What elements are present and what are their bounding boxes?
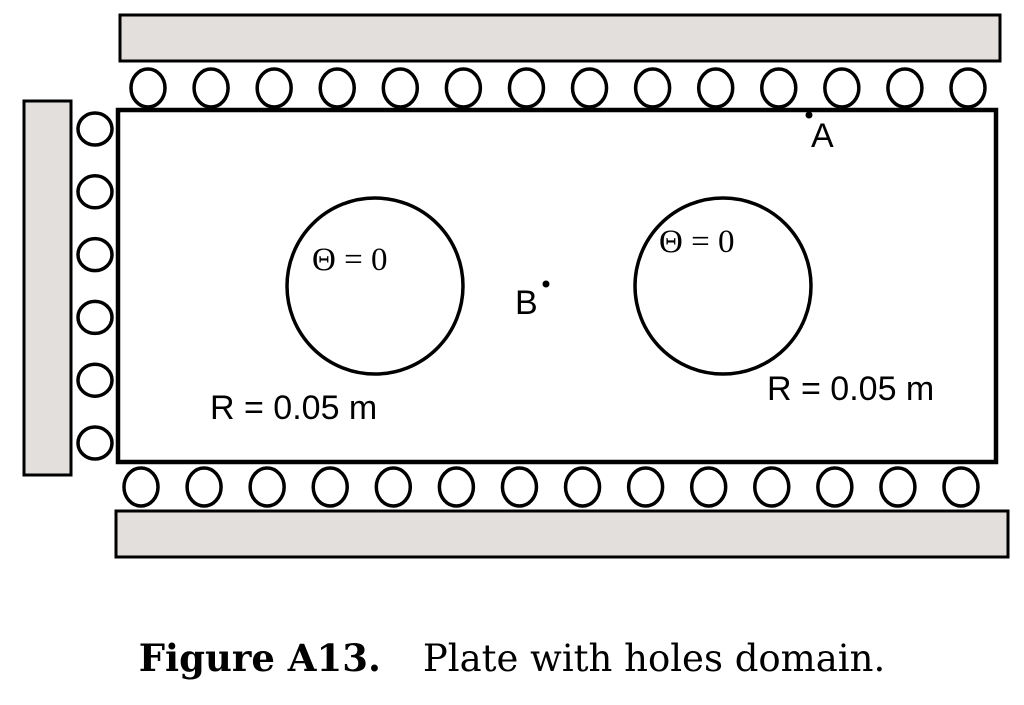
top-roller (192, 67, 230, 109)
point-b-marker (542, 280, 550, 288)
top-roller (255, 67, 293, 109)
bottom-roller (753, 466, 791, 508)
left-roller-supports (76, 111, 114, 461)
top-roller (760, 67, 798, 109)
bottom-roller (437, 466, 476, 508)
left-roller (76, 174, 114, 210)
left-hole-radius-label: R = 0.05 m (210, 389, 377, 427)
top-roller (507, 67, 546, 109)
bottom-roller (248, 466, 286, 508)
left-roller (76, 236, 114, 273)
top-roller (129, 67, 167, 109)
caption-text: Plate with holes domain. (422, 637, 886, 680)
top-roller (696, 67, 735, 109)
right-hole-radius-label: R = 0.05 m (767, 370, 934, 408)
bottom-roller (689, 466, 728, 508)
point-b-label: B (515, 284, 538, 322)
point-a-marker (805, 111, 813, 119)
bottom-roller (879, 466, 917, 508)
bottom-roller (311, 466, 349, 508)
left-roller (76, 425, 114, 461)
top-roller (444, 67, 483, 109)
left-roller (76, 111, 114, 147)
bottom-roller (626, 466, 665, 508)
plate-domain (115, 107, 999, 465)
left-roller (76, 299, 114, 336)
left-hole-condition-label: Θ = 0 (312, 242, 387, 278)
bottom-roller (374, 466, 413, 508)
left-roller (76, 362, 114, 398)
bottom-roller (122, 466, 160, 508)
top-roller (823, 67, 861, 109)
right-hole (633, 196, 813, 376)
figure-caption: Figure A13. Plate with holes domain. (0, 636, 1024, 680)
plate-with-holes-diagram: Θ = 0 Θ = 0 R = 0.05 m R = 0.05 m A B (22, 13, 1010, 559)
bottom-roller (942, 466, 980, 508)
top-roller (318, 67, 356, 109)
right-hole-condition-label: Θ = 0 (659, 224, 734, 260)
bottom-roller (185, 466, 223, 508)
bottom-roller (500, 466, 539, 508)
top-roller-supports (129, 67, 987, 109)
top-roller (381, 67, 420, 109)
top-roller (633, 67, 672, 109)
bottom-roller (816, 466, 854, 508)
bottom-roller (563, 466, 602, 508)
top-roller (886, 67, 924, 109)
point-a-label: A (811, 117, 834, 155)
bottom-support-wall (114, 509, 1010, 559)
top-roller (949, 67, 987, 109)
top-roller (570, 67, 609, 109)
left-support-wall (22, 99, 73, 477)
figure-label: Figure A13. (138, 636, 381, 680)
bottom-roller-supports (122, 466, 980, 508)
left-hole (285, 196, 465, 376)
top-support-wall (118, 13, 1002, 63)
